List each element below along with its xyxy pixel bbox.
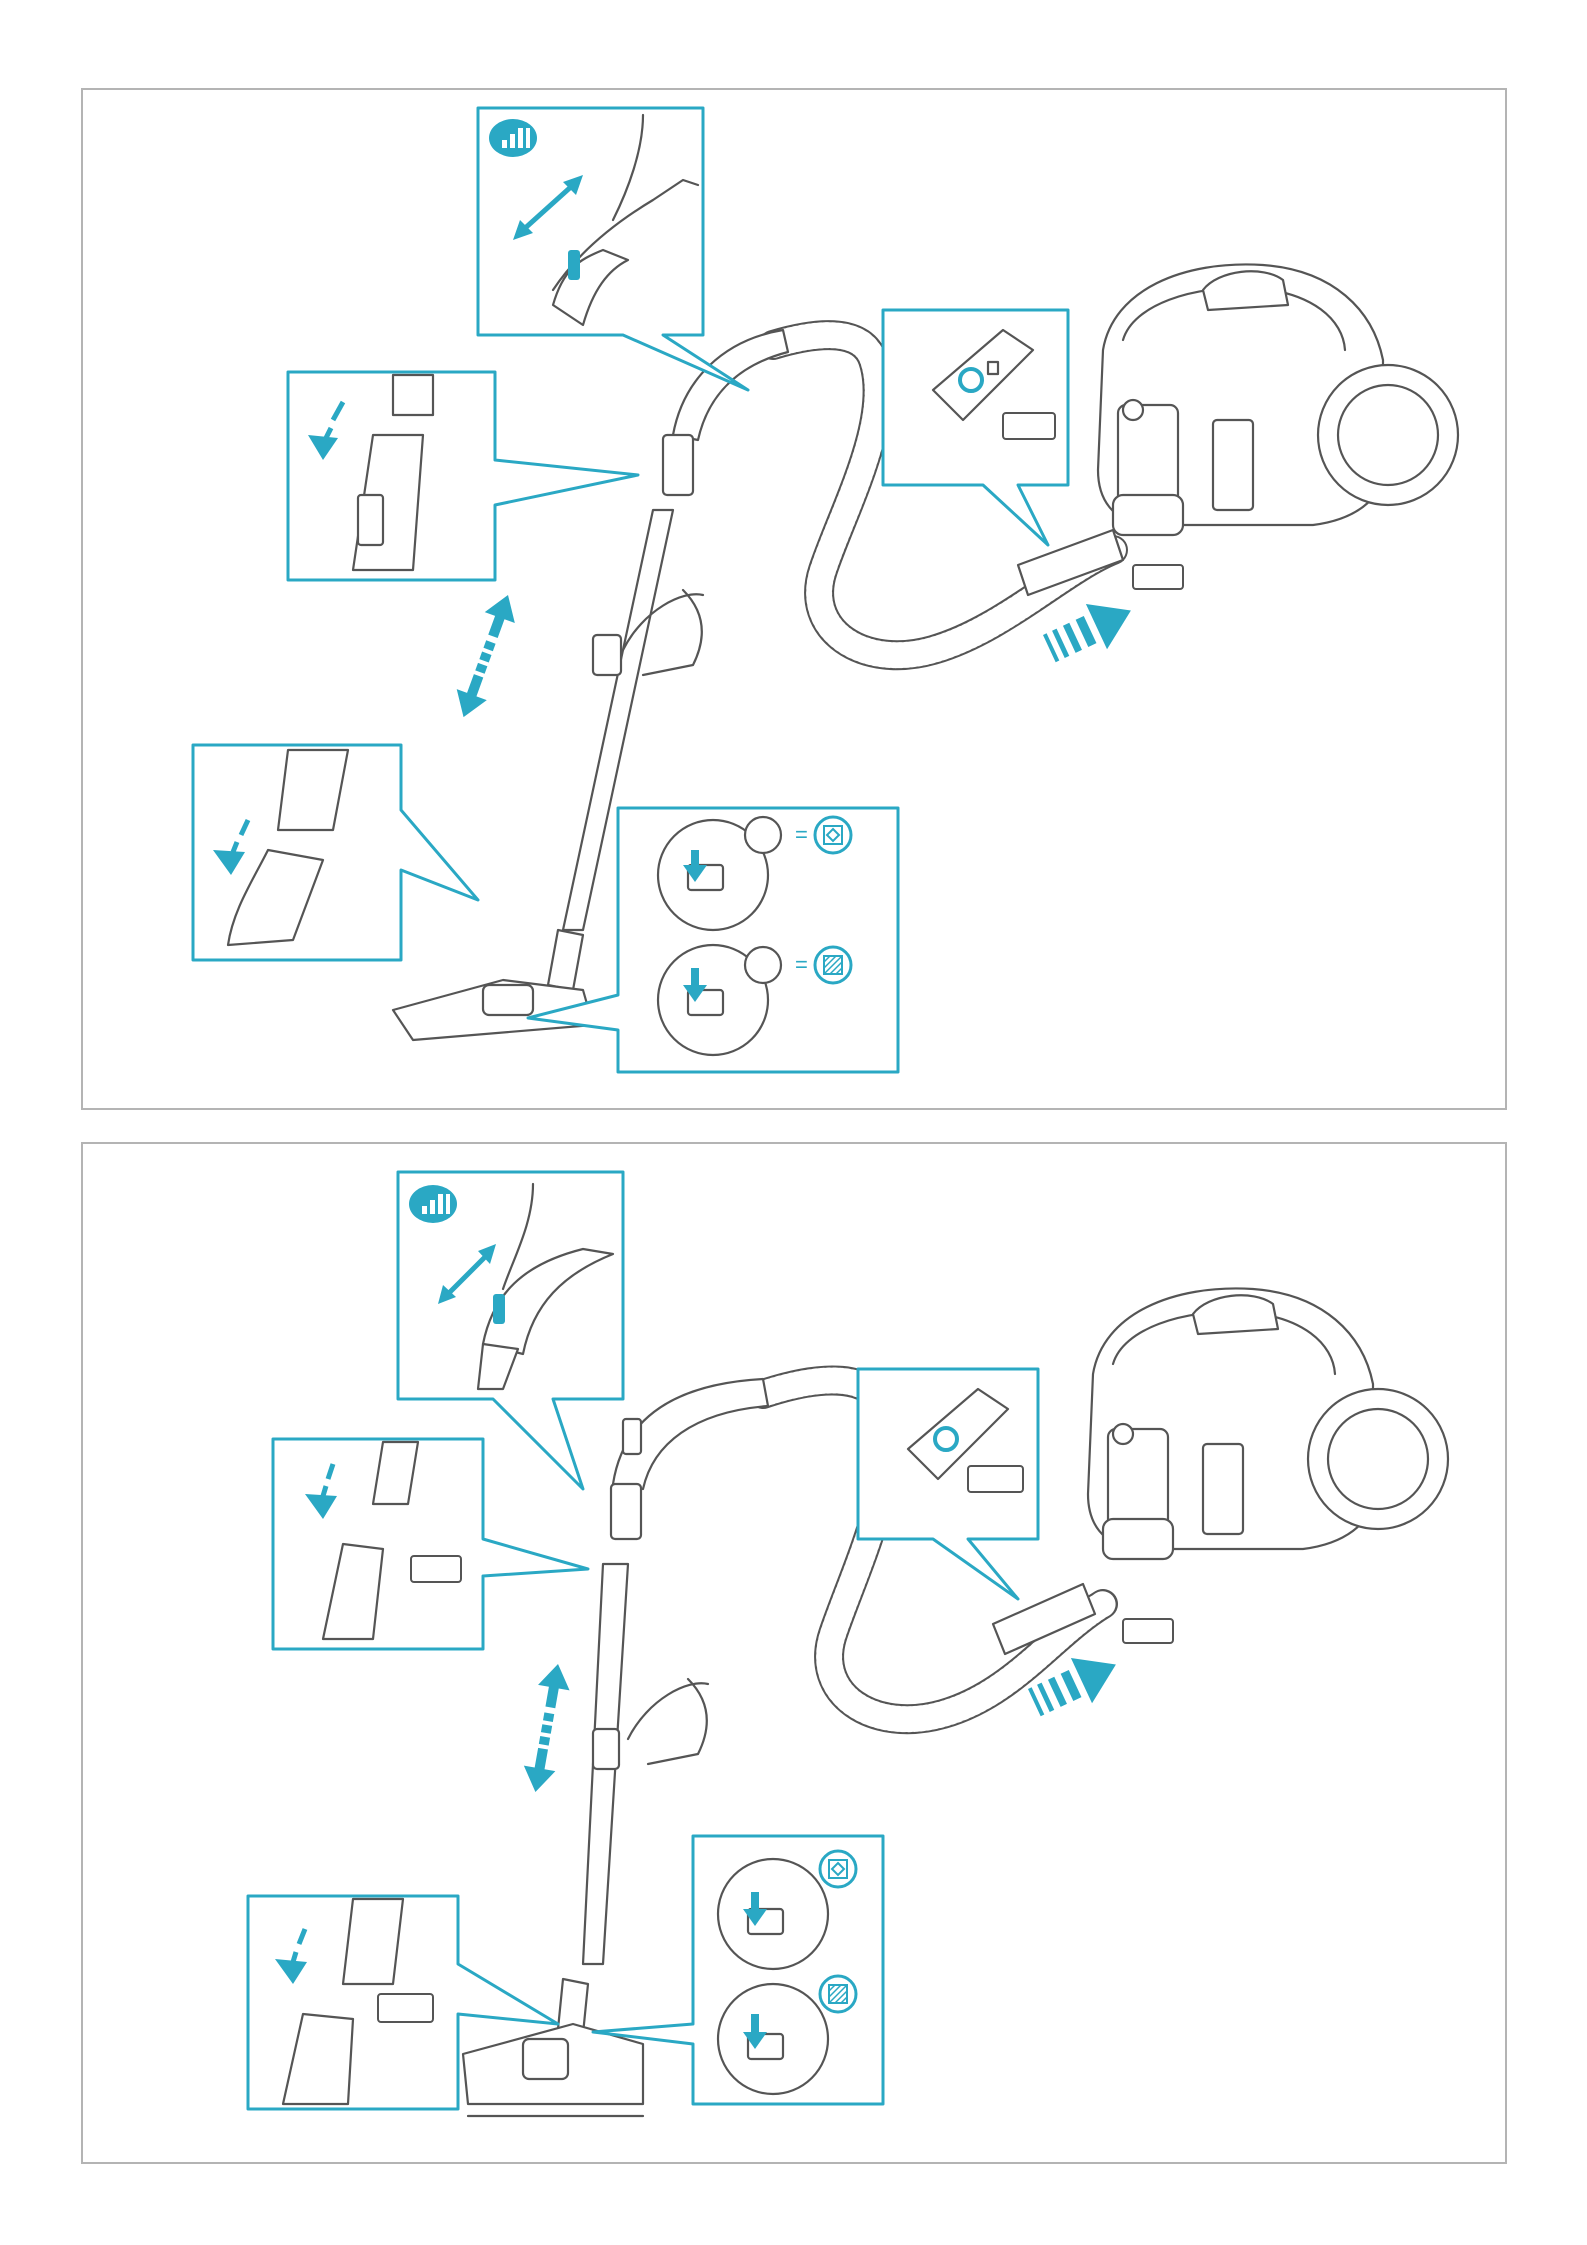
double-arrow-icon — [449, 590, 524, 723]
diagram-drawing-bottom — [83, 1144, 1509, 2166]
vacuum-cleaner-body — [1098, 264, 1458, 535]
callout-tube-nozzle — [193, 745, 478, 960]
label-placeholder — [1123, 1619, 1173, 1643]
assembly-diagram-top: = = — [81, 88, 1507, 1110]
callout-power-handle — [478, 108, 748, 390]
signal-bars-icon — [489, 119, 537, 157]
hard-floor-icon — [820, 1851, 856, 1887]
hand-on-tube — [628, 1679, 708, 1764]
diagram-drawing-top: = = — [83, 90, 1509, 1112]
double-arrow-icon — [520, 1661, 574, 1795]
callout-handle-tube — [273, 1439, 588, 1649]
label-placeholder — [1133, 565, 1183, 589]
carpet-icon — [815, 947, 851, 983]
vacuum-cleaner-body — [1088, 1288, 1448, 1559]
svg-text:=: = — [795, 952, 808, 977]
hard-floor-icon — [815, 817, 851, 853]
carpet-icon — [820, 1976, 856, 2012]
callout-handle-tube — [288, 372, 638, 580]
svg-text:=: = — [795, 822, 808, 847]
callout-hose-inlet — [883, 310, 1068, 545]
assembly-diagram-bottom — [81, 1142, 1507, 2164]
signal-bars-icon — [409, 1185, 457, 1223]
callout-hose-inlet — [858, 1369, 1038, 1599]
telescopic-tube — [583, 1564, 628, 1964]
